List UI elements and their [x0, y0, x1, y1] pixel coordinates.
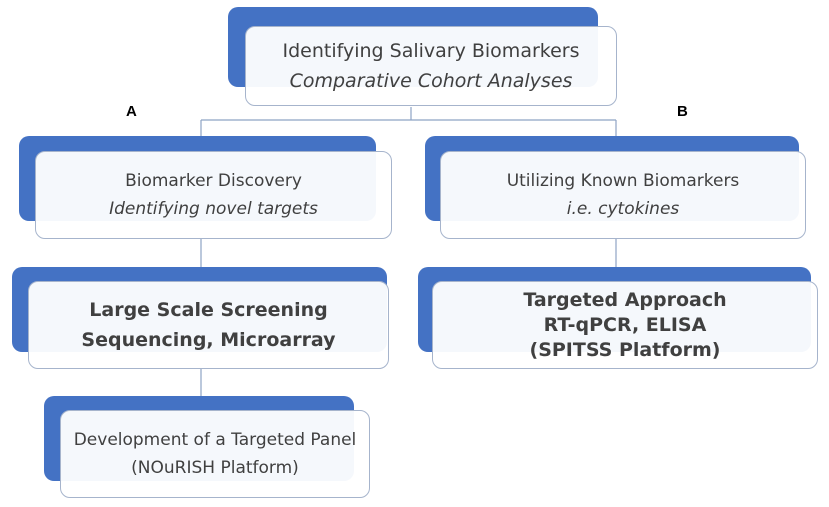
- root-subtitle: Comparative Cohort Analyses: [289, 70, 573, 92]
- biomarker-discovery-subtitle: Identifying novel targets: [109, 199, 318, 219]
- biomarker-discovery-node: Biomarker Discovery Identifying novel ta…: [19, 136, 392, 239]
- known-biomarkers-title: Utilizing Known Biomarkers: [506, 171, 740, 191]
- targeted-panel-platform: (NOuRISH Platform): [131, 458, 299, 478]
- known-biomarkers-subtitle: i.e. cytokines: [566, 199, 680, 219]
- root-title: Identifying Salivary Biomarkers: [282, 40, 580, 62]
- biomarker-discovery-title: Biomarker Discovery: [125, 171, 302, 191]
- branch-a-label: A: [126, 103, 137, 120]
- root-node: Identifying Salivary Biomarkers Comparat…: [228, 7, 618, 107]
- targeted-approach-platform: (SPITSS Platform): [529, 338, 721, 361]
- targeted-approach-title: Targeted Approach: [523, 288, 727, 311]
- known-biomarkers-node: Utilizing Known Biomarkers i.e. cytokine…: [425, 136, 806, 239]
- targeted-approach-node: Targeted Approach RT-qPCR, ELISA (SPITSS…: [418, 267, 820, 369]
- targeted-panel-title: Development of a Targeted Panel: [73, 430, 357, 450]
- targeted-approach-methods: RT-qPCR, ELISA: [543, 313, 707, 336]
- branch-b-label: B: [677, 103, 688, 120]
- large-scale-screening-title: Large Scale Screening: [89, 299, 328, 321]
- large-scale-screening-methods: Sequencing, Microarray: [81, 329, 336, 351]
- targeted-panel-node: Development of a Targeted Panel (NOuRISH…: [44, 396, 371, 499]
- large-scale-screening-node: Large Scale Screening Sequencing, Microa…: [12, 267, 389, 369]
